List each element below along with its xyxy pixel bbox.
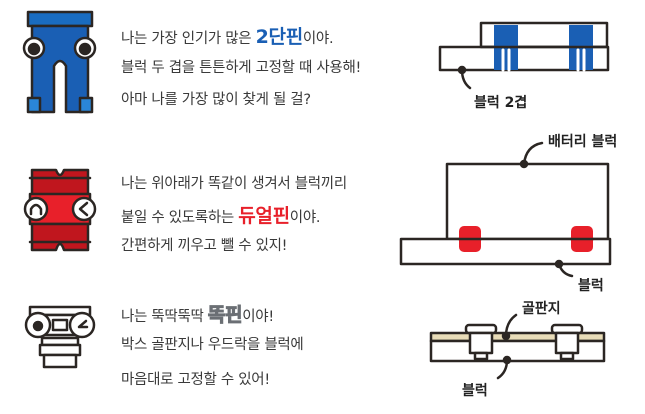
text: 이야! [242, 309, 274, 325]
description-line: 나는 위아래가 똑같이 생겨서 블럭끼리 [121, 176, 347, 192]
description-line: 박스 골판지나 우드락을 블럭에 [121, 337, 304, 353]
snap-pin-name: 똑핀 [207, 304, 243, 327]
two-layer-pin-name: 2단핀 [255, 26, 304, 48]
two-layer-block-diagram [438, 21, 610, 90]
description-line: 마음대로 고정할 수 있어! [121, 372, 270, 388]
text: 이야. [302, 31, 334, 47]
diagram-label-two-layer-block: 블럭 2겹 [474, 95, 528, 111]
text: 붙일 수 있도록하는 [121, 210, 239, 226]
diagram-label-block: 블럭 [578, 278, 604, 294]
dual-pin-name: 듀얼핀 [238, 205, 290, 227]
description-line: 아마 나를 가장 많이 찾게 될 걸? [121, 92, 311, 108]
two-layer-pin-intro: 나는 가장 인기가 많은 2단핀이야. [121, 22, 334, 49]
diagram-label-battery-block: 배터리 블럭 [548, 134, 618, 150]
cardboard-block-diagram [429, 313, 606, 380]
description-line: 블럭 두 겹을 튼튼하게 고정할 때 사용해! [121, 60, 362, 76]
dual-pin-intro: 붙일 수 있도록하는 듀얼핀이야. [121, 201, 320, 228]
two-layer-pin-mascot-icon [22, 10, 97, 114]
text: 나는 가장 인기가 많은 [121, 31, 256, 47]
snap-pin-mascot-icon [24, 305, 96, 369]
diagram-label-block: 블럭 [462, 383, 488, 399]
dual-pin-mascot-icon [23, 168, 97, 252]
battery-block-diagram [399, 141, 612, 278]
text: 나는 뚝딱뚝딱 [121, 309, 208, 325]
description-line: 간편하게 끼우고 뺄 수 있지! [121, 238, 288, 254]
snap-pin-intro: 나는 뚝딱뚝딱 똑핀이야! [121, 300, 274, 327]
text: 이야. [289, 210, 321, 226]
diagram-label-cardboard: 골판지 [522, 301, 561, 317]
